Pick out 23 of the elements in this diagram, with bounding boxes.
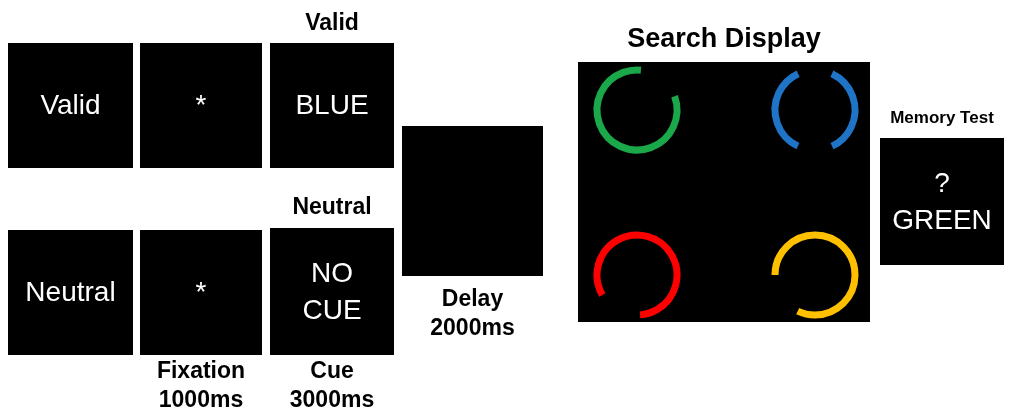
screen-text: Neutral: [25, 275, 116, 310]
screen-caption: Delay 2000ms: [429, 284, 516, 342]
stimulus-screen: [140, 230, 262, 355]
screen-caption: Cue 3000ms: [288, 356, 376, 414]
search-display-screen: [578, 62, 870, 322]
stimulus-screen: [880, 138, 1004, 265]
screen-text: ? GREEN: [892, 166, 992, 237]
screen-caption: Fixation 1000ms: [155, 356, 247, 414]
stimulus-screen: [8, 43, 133, 168]
screen-caption: Valid: [304, 8, 360, 37]
screen-text: Valid: [40, 88, 101, 123]
stimulus-screen: [8, 230, 133, 355]
stimulus-screen: [140, 43, 262, 168]
stimulus-screen: [270, 228, 394, 355]
screen-text: BLUE: [295, 88, 369, 123]
screen-text: NO CUE: [301, 256, 363, 327]
screen-text: *: [195, 88, 207, 123]
blank-screen: [402, 126, 543, 276]
stimulus-screen: [270, 43, 394, 168]
screen-caption: Search Display: [626, 22, 822, 55]
screen-caption: Neutral: [291, 192, 373, 221]
screen-caption: Memory Test: [889, 107, 995, 129]
screen-text: *: [195, 275, 207, 310]
